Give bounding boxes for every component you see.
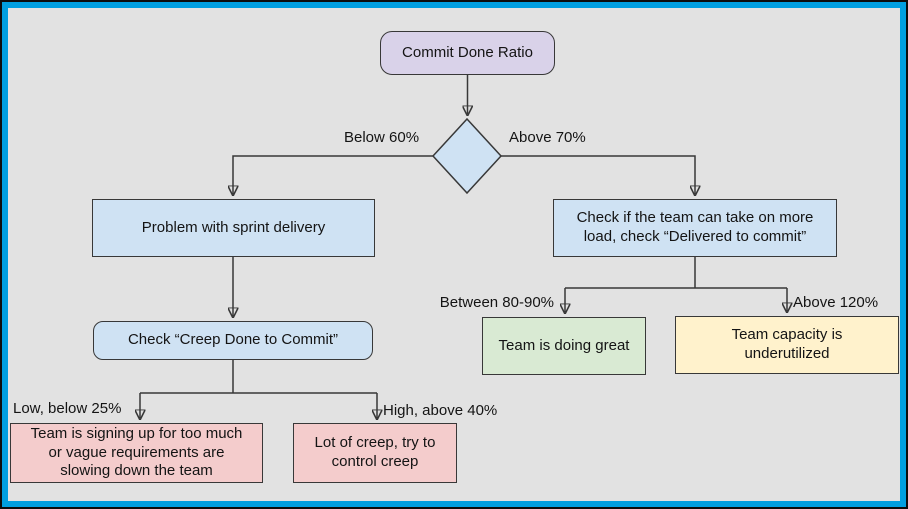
check-load-box: Check if the team can take on more load,…	[553, 199, 837, 257]
edge-label-high-above-40: High, above 40%	[383, 402, 498, 419]
edge-label-between-80-90: Between 80-90%	[439, 294, 554, 311]
connector-layer	[8, 75, 900, 501]
edge-label-above-70: Above 70%	[509, 129, 586, 146]
edge-label-below-60: Below 60%	[344, 129, 420, 146]
connector-above70	[501, 155, 695, 194]
check-creep-box: Check “Creep Done to Commit”	[93, 321, 373, 360]
too-much-box: Team is signing up for too much or vague…	[10, 423, 263, 483]
doing-great-box: Team is doing great	[482, 317, 646, 375]
decision-diamond	[431, 117, 503, 195]
problem-box: Problem with sprint delivery	[92, 199, 375, 257]
start-node: Commit Done Ratio	[380, 31, 555, 75]
connector-below60	[233, 155, 433, 194]
flowchart-canvas: Commit Done Ratio Problem with sprint de…	[8, 8, 900, 501]
lot-of-creep-box: Lot of creep, try to control creep	[293, 423, 457, 483]
edge-label-low-below-25: Low, below 25%	[13, 400, 122, 417]
underutilized-box: Team capacity is underutilized	[675, 316, 899, 374]
edge-label-above-120: Above 120%	[793, 294, 879, 311]
